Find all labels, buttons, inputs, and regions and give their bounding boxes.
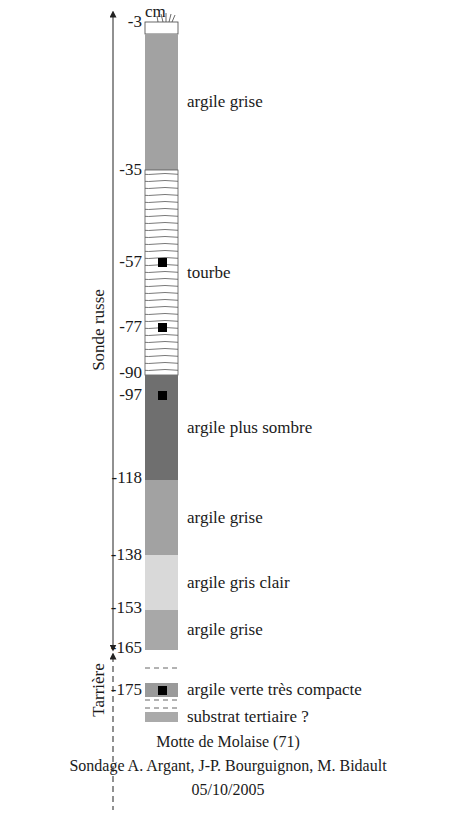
peat-layer <box>145 170 178 375</box>
clay-layer <box>145 480 178 555</box>
layer-name: argile grise <box>187 621 263 640</box>
depth-label: -175 <box>111 681 142 700</box>
layer-name: argile gris clair <box>187 573 290 592</box>
depth-label: -153 <box>111 599 142 618</box>
clay-layer <box>145 610 178 650</box>
layer-name: tourbe <box>187 263 230 282</box>
range-arrow-dashed <box>113 656 114 810</box>
green-clay-layer <box>145 683 178 697</box>
substrate-layer <box>145 712 178 722</box>
depth-label: -57 <box>119 253 142 272</box>
depth-label: -90 <box>119 364 142 383</box>
method-label: Sonde russe <box>90 289 109 371</box>
layer-name: argile grise <box>187 508 263 527</box>
layer-name: substrat tertiaire ? <box>187 708 309 727</box>
depth-label: -118 <box>111 469 142 488</box>
layer-band: tourbe <box>145 170 178 375</box>
depth-label: -35 <box>119 161 142 180</box>
authors-note: Sondage A. Argant, J-P. Bourguignon, M. … <box>69 757 386 775</box>
soil-surface <box>145 22 178 34</box>
light-clay-layer <box>145 555 178 610</box>
dark-clay-layer <box>145 375 178 480</box>
depth-label: -138 <box>111 546 142 565</box>
date-note: 05/10/2005 <box>192 781 265 799</box>
depth-label: -3 <box>128 13 142 32</box>
depth-label: -165 <box>111 639 142 658</box>
peat-hatching <box>145 170 178 375</box>
auger-dashes <box>145 668 178 708</box>
layer-name: argile verte très compacte <box>187 681 362 700</box>
site-name: Motte de Molaise (71) <box>156 733 300 751</box>
method-label: Tarrière <box>90 663 109 717</box>
layer-name: argile grise <box>187 93 263 112</box>
unit-label: cm <box>145 3 166 22</box>
layer-band: argile gris clair <box>145 555 178 610</box>
layer-band: argile grise <box>145 34 178 170</box>
depth-label: -77 <box>119 318 142 337</box>
layer-band: argile verte très compacte <box>145 683 178 697</box>
clay-layer <box>145 34 178 170</box>
layer-band: argile grise <box>145 610 178 650</box>
layer-band: argile grise <box>145 480 178 555</box>
sample-marks <box>158 258 167 695</box>
depth-label: -97 <box>119 386 142 405</box>
layer-band: argile plus sombre <box>145 375 178 480</box>
layer-band: substrat tertiaire ? <box>145 712 178 722</box>
layer-name: argile plus sombre <box>187 418 312 437</box>
